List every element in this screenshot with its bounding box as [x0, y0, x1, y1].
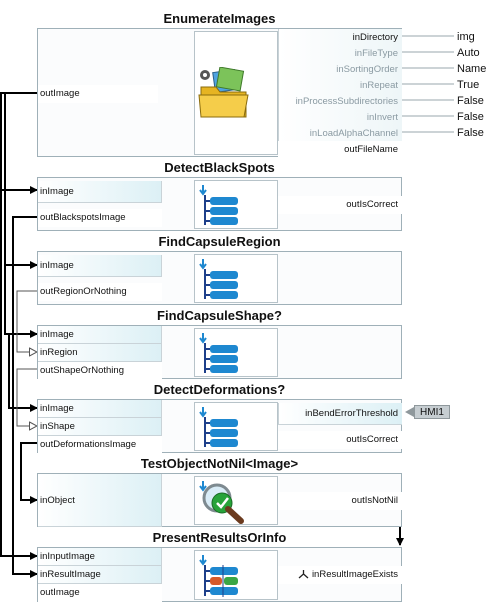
value-repeat[interactable]: True [457, 79, 480, 91]
port-in-object[interactable]: inObject [38, 474, 162, 527]
block-test-object-not-nil[interactable]: inObject outIsNotNil [37, 473, 402, 527]
block-title-find-capsule-shape: FindCapsuleShape? [157, 308, 282, 323]
block-present-results-or-info[interactable]: inInputImage inResultImage outImage inRe… [37, 547, 402, 602]
value-load-alpha-channel[interactable]: False [457, 127, 484, 139]
folder-images-gear-icon [198, 67, 249, 118]
block-icon-frame [194, 328, 278, 377]
block-icon-frame [194, 402, 278, 451]
port-out-file-name[interactable]: outFileName [278, 141, 402, 159]
port-in-result-image[interactable]: inResultImage [38, 566, 162, 584]
value-sorting-order[interactable]: Name [457, 63, 487, 75]
port-out-is-correct[interactable]: outIsCorrect [278, 196, 402, 214]
port-in-bend-error-threshold[interactable]: inBendErrorThreshold [278, 403, 402, 425]
variant-list-icon [199, 555, 238, 597]
port-in-input-image[interactable]: inInputImage [38, 548, 162, 566]
condition-branch-icon [298, 570, 309, 579]
function-list-icon [199, 259, 238, 299]
block-icon-frame [194, 550, 278, 600]
function-list-icon [199, 185, 238, 225]
value-file-type[interactable]: Auto [457, 47, 480, 59]
port-out-is-not-nil[interactable]: outIsNotNil [278, 492, 402, 510]
block-title-detect-deformations: DetectDeformations? [153, 382, 286, 397]
port-in-image[interactable]: inImage [38, 181, 162, 203]
block-title-present-results-or-info: PresentResultsOrInfo [152, 530, 287, 545]
port-in-result-image-exists[interactable]: inResultImageExists [278, 566, 402, 584]
block-find-capsule-shape[interactable]: inImage inRegion outShapeOrNothing [37, 325, 402, 380]
port-label: inResultImageExists [311, 569, 398, 580]
block-enumerate-images[interactable]: outImage inDirectory inFileType inSortin… [37, 28, 402, 159]
value-invert[interactable]: False [457, 111, 484, 123]
block-icon-frame [194, 254, 278, 303]
block-title-enumerate-images: EnumerateImages [163, 11, 276, 26]
port-in-image[interactable]: inImage [38, 255, 162, 277]
port-in-image[interactable]: inImage [38, 326, 162, 344]
value-directory[interactable]: img [457, 31, 475, 43]
port-in-region[interactable]: inRegion [38, 344, 162, 362]
hmi-binding-badge[interactable]: HMI1 [414, 405, 450, 419]
block-detect-black-spots[interactable]: inImage outBlackspotsImage outIsCorrect [37, 177, 402, 231]
function-list-icon [199, 333, 238, 373]
value-process-subdirectories[interactable]: False [457, 95, 484, 107]
block-detect-deformations[interactable]: inImage inShape outDeformationsImage inB… [37, 399, 402, 454]
port-in-shape[interactable]: inShape [38, 418, 162, 436]
port-out-shape-or-nothing[interactable]: outShapeOrNothing [38, 362, 162, 380]
block-title-detect-black-spots: DetectBlackSpots [164, 160, 275, 175]
block-find-capsule-region[interactable]: inImage outRegionOrNothing [37, 251, 402, 305]
port-out-blackspots-image[interactable]: outBlackspotsImage [38, 209, 162, 227]
port-out-image[interactable]: outImage [38, 584, 162, 602]
hmi-connector-arrow-icon [405, 407, 414, 417]
block-title-test-object-not-nil: TestObjectNotNil<Image> [140, 456, 299, 471]
block-icon-frame [194, 31, 278, 155]
port-out-deformations-image[interactable]: outDeformationsImage [38, 436, 162, 454]
function-list-icon [199, 407, 238, 447]
port-in-image[interactable]: inImage [38, 400, 162, 418]
magnifier-check-icon [199, 481, 244, 524]
port-out-region-or-nothing[interactable]: outRegionOrNothing [38, 283, 162, 301]
port-out-image[interactable]: outImage [38, 85, 158, 103]
port-out-is-correct[interactable]: outIsCorrect [278, 431, 402, 449]
block-title-find-capsule-region: FindCapsuleRegion [158, 234, 281, 249]
block-icon-frame [194, 180, 278, 229]
block-icon-frame [194, 476, 278, 525]
